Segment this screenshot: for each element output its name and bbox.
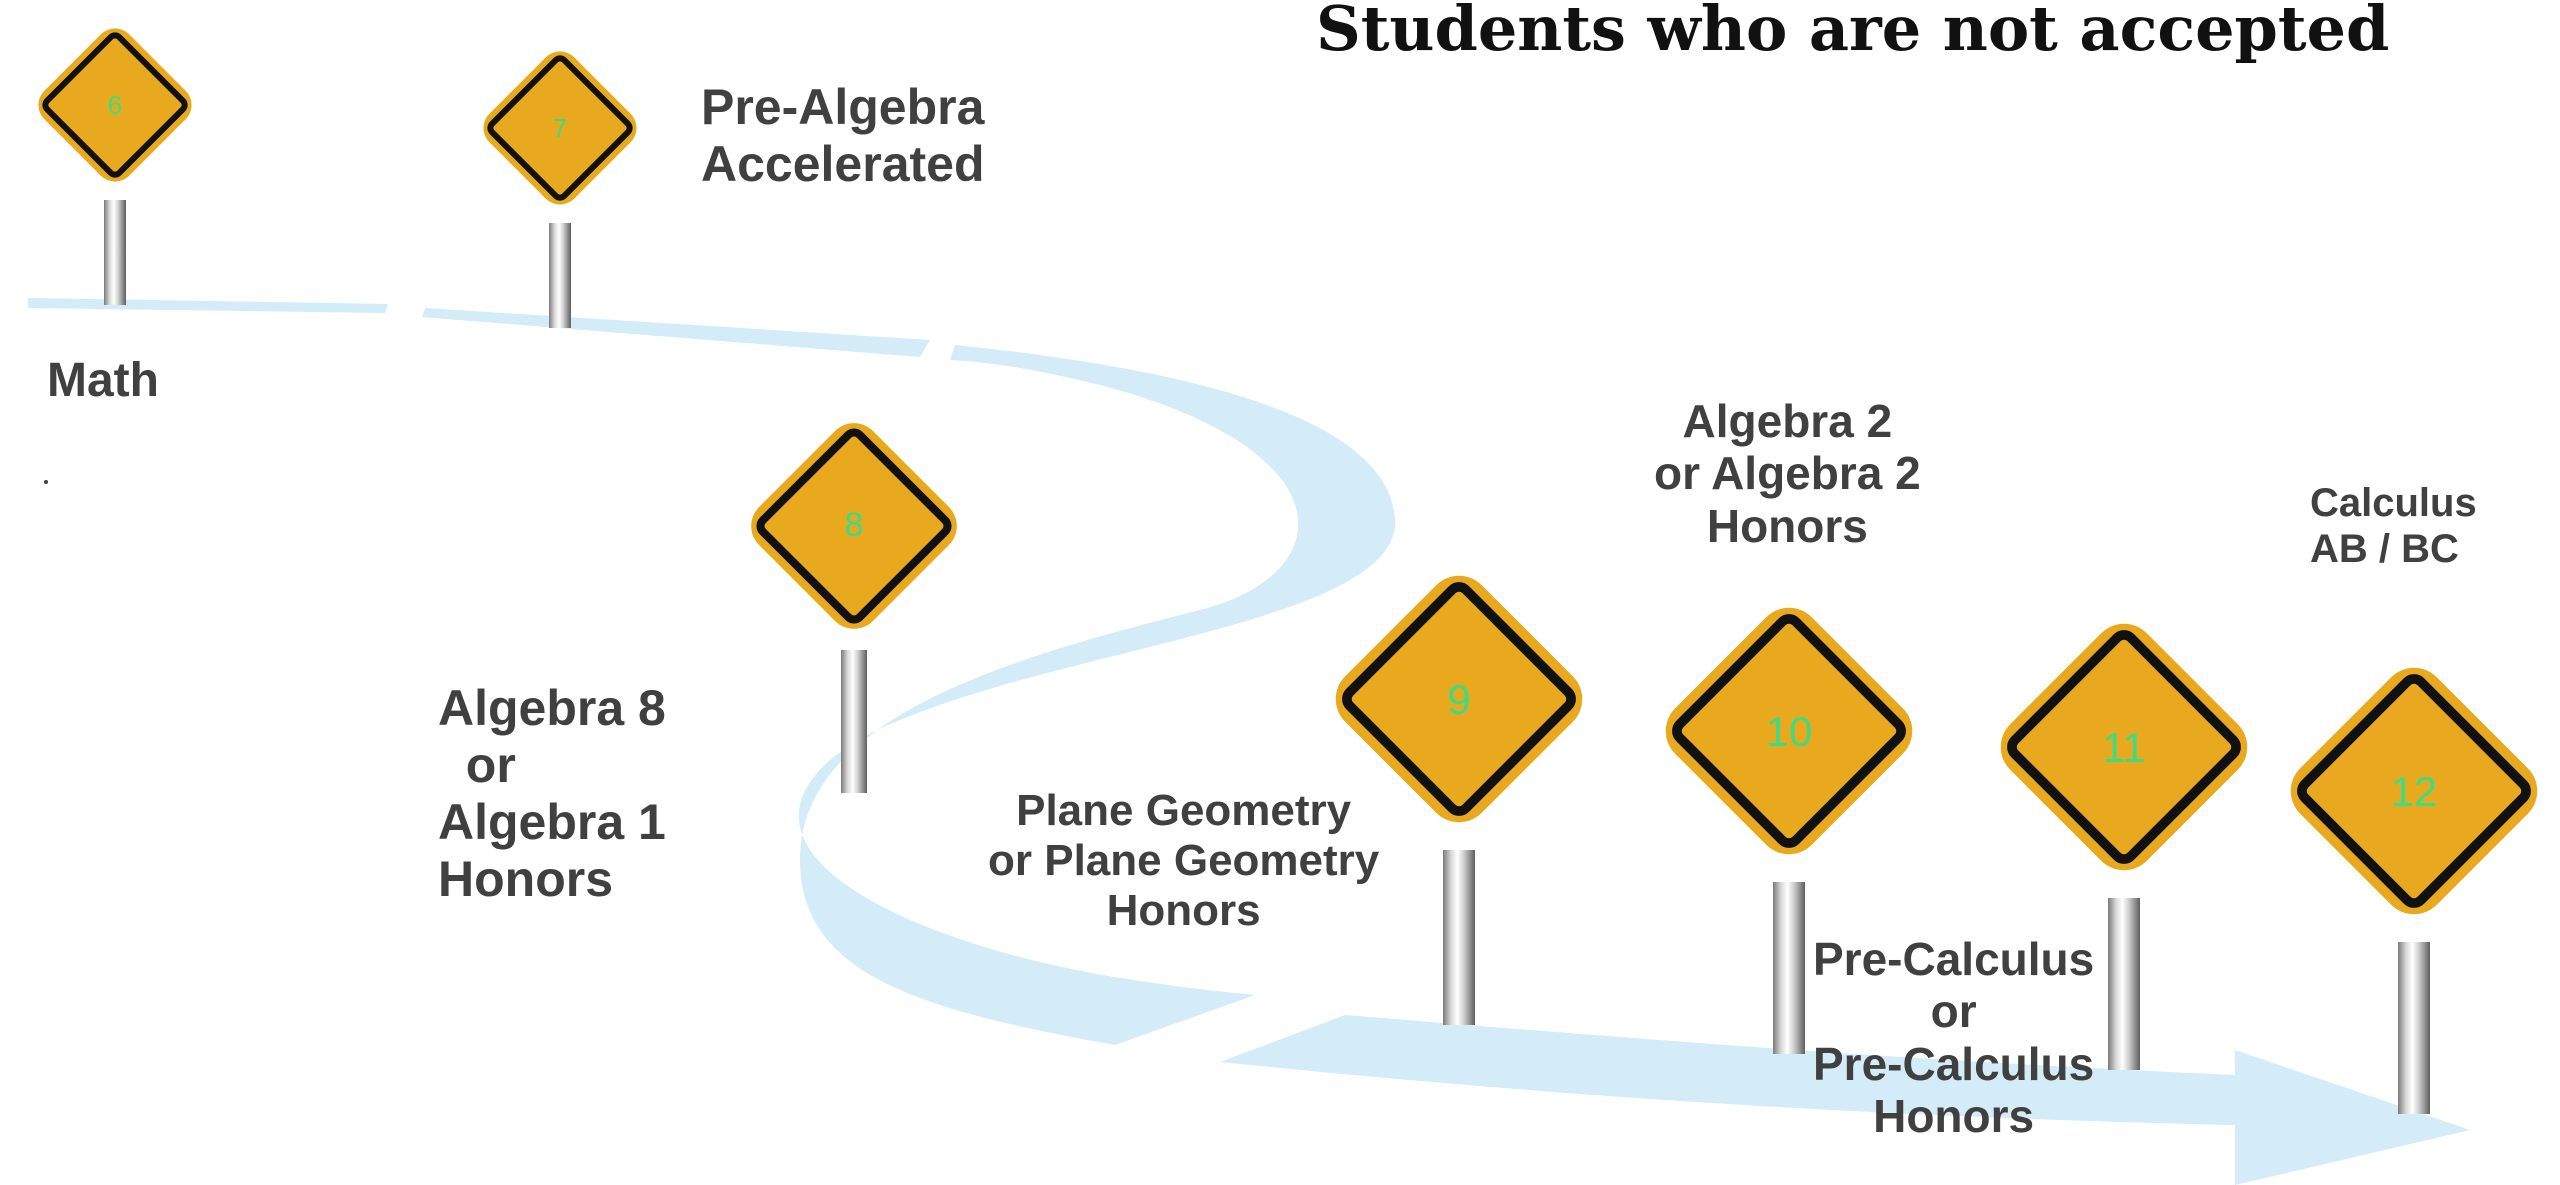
grade-sign-9: 9 xyxy=(1290,530,1628,1025)
grade-number: 12 xyxy=(2390,768,2438,815)
diamond-sign-icon xyxy=(751,423,957,629)
label-algebra-8-or-algebra-1-honors: Algebra 8 or Algebra 1 Honors xyxy=(438,680,666,907)
diamond-sign-icon xyxy=(483,51,637,205)
grade-number: 8 xyxy=(844,506,864,544)
grade-number: 11 xyxy=(2102,724,2146,771)
grade-sign-8: 8 xyxy=(713,385,995,793)
label-math: Math xyxy=(47,354,159,407)
label-calculus: Calculus AB / BC xyxy=(2310,481,2477,571)
sign-pole xyxy=(841,650,867,793)
diamond-sign-icon xyxy=(2000,623,2248,871)
sign-pole xyxy=(1773,882,1805,1054)
label-plane-geometry: Plane Geometry or Plane Geometry Honors xyxy=(988,786,1380,936)
diamond-sign-icon xyxy=(38,28,192,182)
grade-number: 9 xyxy=(1447,676,1471,723)
diamond-sign-icon xyxy=(1665,607,1913,855)
grade-sign-11: 11 xyxy=(1955,578,2293,1070)
diamond-sign-icon xyxy=(2290,667,2538,915)
grade-sign-6: 6 xyxy=(10,0,220,305)
label-pre-calculus: Pre-Calculus or Pre-Calculus Honors xyxy=(1813,933,2095,1143)
sign-pole xyxy=(1443,850,1475,1025)
grade-sign-7: 7 xyxy=(455,23,665,328)
road-segment-4 xyxy=(1220,1015,2470,1185)
grade-number: 10 xyxy=(1765,708,1813,755)
sign-pole xyxy=(2398,942,2430,1114)
diamond-sign-icon xyxy=(1335,575,1583,823)
sign-pole xyxy=(104,200,126,305)
label-pre-algebra-accelerated: Pre-Algebra Accelerated xyxy=(701,79,985,192)
stray-dot xyxy=(44,480,48,484)
grade-sign-12: 12 xyxy=(2245,622,2560,1114)
page-title: Students who are not accepted xyxy=(1316,0,2390,65)
sign-pole xyxy=(549,223,571,328)
label-algebra-2: Algebra 2 or Algebra 2 Honors xyxy=(1654,395,1921,552)
grade-number: 7 xyxy=(552,113,568,143)
grade-number: 6 xyxy=(107,90,123,120)
sign-pole xyxy=(2108,898,2140,1070)
grade-sign-10: 10 xyxy=(1620,562,1958,1054)
